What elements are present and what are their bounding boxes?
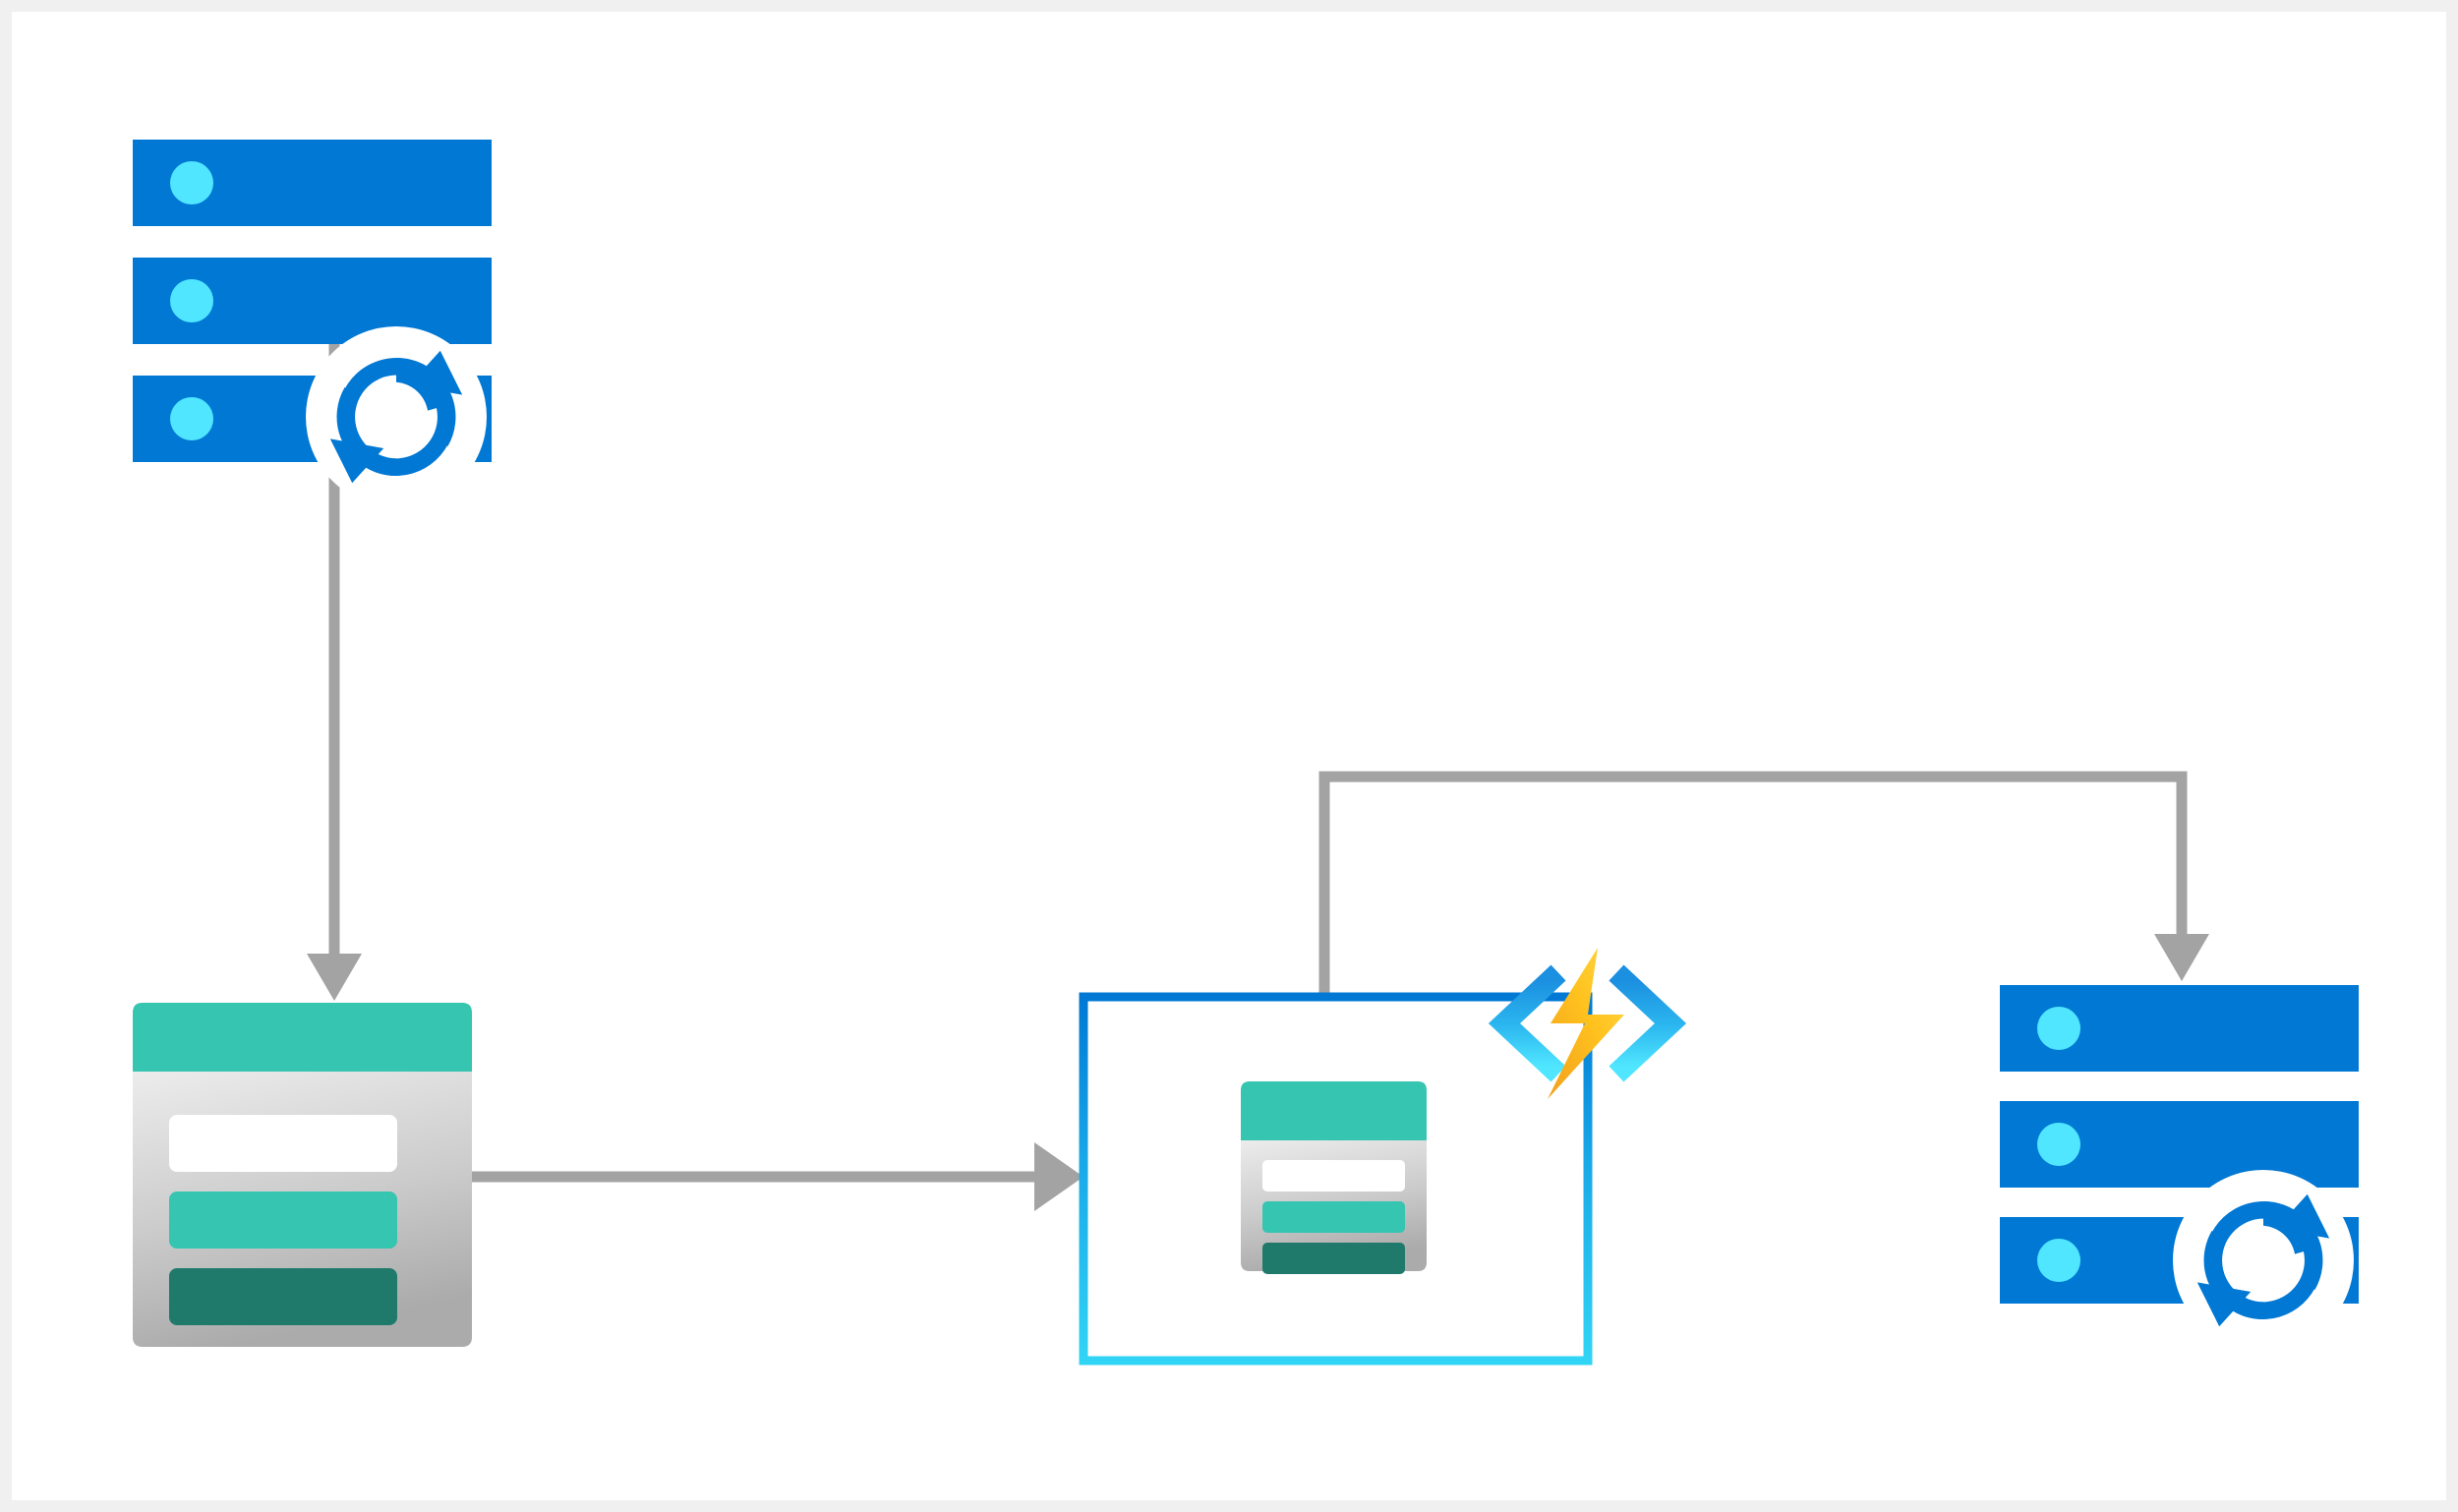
storage-row-2 [169, 1192, 397, 1249]
bracket-right-icon [1609, 964, 1687, 1082]
diagram-canvas [12, 12, 2446, 1500]
server-icon [2000, 985, 2359, 1304]
architecture-diagram [133, 140, 2359, 1366]
storage-table-icon [133, 1003, 472, 1347]
azure-functions-icon [1488, 948, 1687, 1099]
refresh-icon-knockout [2173, 1170, 2354, 1351]
storage-to-function-connector [472, 1142, 1083, 1211]
source-server-node[interactable] [133, 140, 492, 507]
target-server-node[interactable] [2000, 985, 2359, 1351]
storage-row-3 [169, 1268, 397, 1325]
source-storage-node[interactable] [133, 1003, 472, 1347]
azure-function-node[interactable] [1079, 948, 1687, 1366]
storage-row-1 [169, 1115, 397, 1172]
function-to-target-server-connector [1318, 771, 2209, 997]
bracket-left-icon [1488, 964, 1566, 1082]
lightning-bolt-icon [1548, 948, 1624, 1099]
function-inner-storage-icon [1241, 1081, 1427, 1274]
refresh-icon-knockout [306, 326, 487, 507]
